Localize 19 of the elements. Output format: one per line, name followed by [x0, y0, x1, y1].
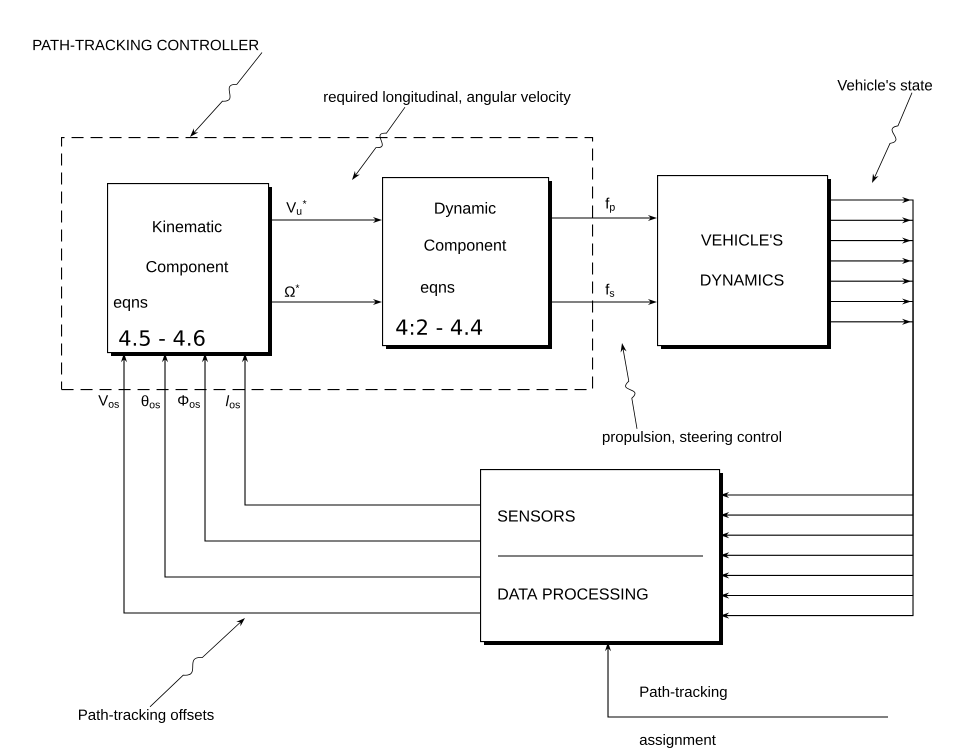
process-box: Dynamic Component eqns 4:2 - 4.4 [382, 177, 552, 349]
edge-label: V$_{u}$* [286, 200, 306, 215]
heading-text: PATH-TRACKING CONTROLLER [33, 40, 258, 50]
annotation-label: required longitudinal, angular velocity [324, 91, 571, 105]
annotation-label: Path-tracking offsets [79, 709, 214, 723]
edge-label: f$_{p}$ [605, 198, 615, 213]
edge-label: θ$_{os}$ [142, 395, 160, 408]
edge-label: f$_{s}$ [605, 284, 614, 297]
process-box: SENSORS DATA PROCESSING [480, 469, 723, 645]
edge-label: V$_{os}$ [98, 395, 119, 408]
process-box: VEHICLE'S DYNAMICS [657, 175, 831, 349]
edge-label: Φ$_{os}$ [178, 395, 200, 408]
input-label: Path-tracking assignment [640, 686, 727, 748]
annotation-label: propulsion, steering control [602, 431, 781, 445]
annotation-label: Vehicle's state [837, 80, 932, 90]
controller-boundary [61, 137, 594, 390]
edge-label: l$_{os}$ [226, 395, 240, 408]
edge-label: Ω$^{*}$ [284, 284, 300, 297]
process-box: Kinematic Component eqns 4.5 - 4.6 [107, 183, 272, 356]
